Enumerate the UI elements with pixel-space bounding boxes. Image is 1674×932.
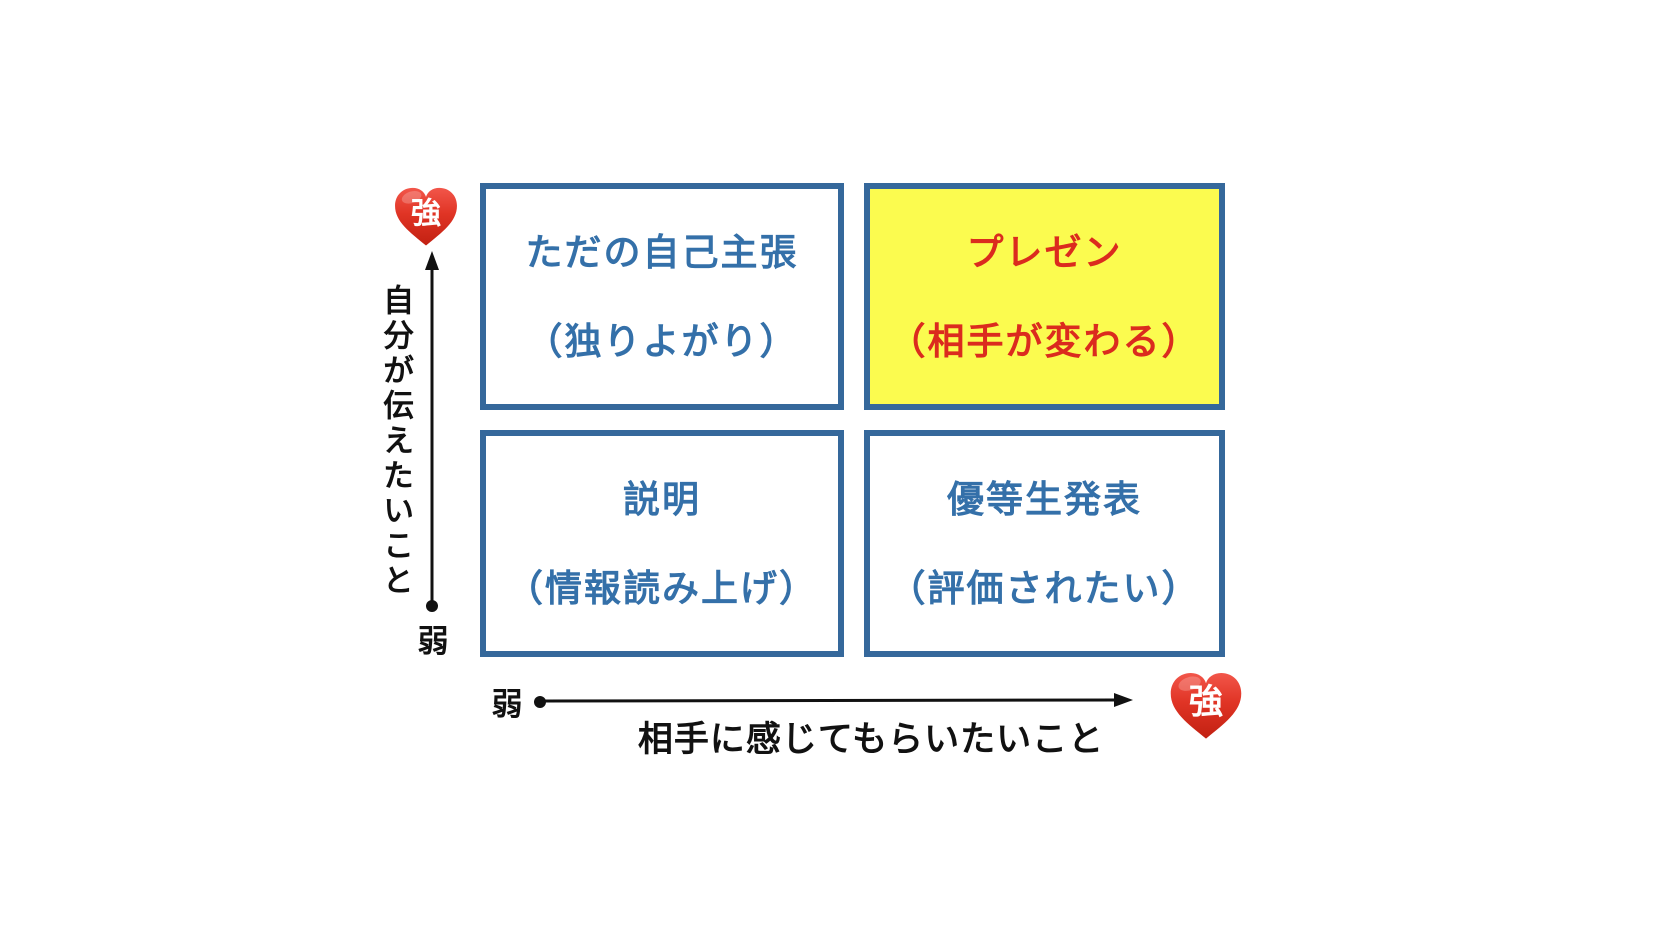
quadrant-subtitle: （独りよがり） (525, 320, 799, 362)
quadrant-title: プレゼン (966, 231, 1123, 273)
x-axis-arrow (534, 693, 1133, 708)
heart-icon: 強 (1170, 673, 1242, 739)
y-axis-title: 自分が伝えたいこと (378, 284, 414, 599)
x-axis-max-label: 強 (1189, 684, 1223, 722)
quadrant-title: 優等生発表 (947, 478, 1142, 520)
y-axis-arrow (425, 251, 439, 612)
quadrant-title: 説明 (623, 478, 701, 520)
y-axis-max-label: 強 (411, 196, 441, 230)
quadrant-subtitle: （情報読み上げ） (506, 567, 818, 609)
quadrant-subtitle: （相手が変わる） (888, 320, 1201, 362)
x-axis-title: 相手に感じてもらいたいこと (637, 720, 1105, 759)
quadrant-honor-student: 優等生発表 （評価されたい） (864, 430, 1225, 657)
y-axis-min-label: 弱 (417, 624, 449, 659)
quadrant-presentation: プレゼン （相手が変わる） (864, 183, 1225, 410)
heart-icon: 強 (395, 187, 457, 246)
quadrant-subtitle: （評価されたい） (888, 567, 1201, 609)
quadrant-self-assertion: ただの自己主張 （独りよがり） (480, 183, 844, 410)
quadrant-explanation: 説明 （情報読み上げ） (480, 430, 844, 657)
x-axis-min-label: 弱 (491, 687, 523, 722)
quadrant-title: ただの自己主張 (525, 231, 799, 273)
